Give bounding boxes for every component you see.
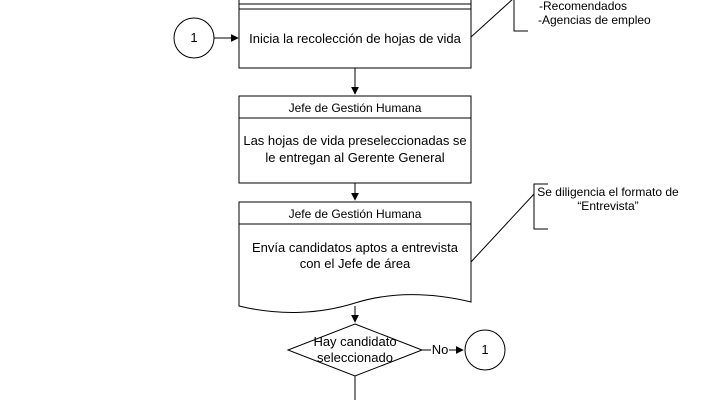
connector-top: 1 [173, 17, 215, 59]
step2-line-1: Las hojas de vida preseleccionadas se [243, 133, 466, 148]
step2-role: Jefe de Gestión Humana [289, 101, 422, 115]
decision-line-2: seleccionado [317, 350, 393, 365]
connector-top-label: 1 [190, 30, 197, 45]
step2-line-2: le entregan al Gerente General [265, 150, 444, 165]
annotation-form: Se diligencia el formato de “Entrevista” [470, 183, 679, 263]
step3-line-2: con el Jefe de área [300, 256, 411, 271]
step3-role: Jefe de Gestión Humana [289, 207, 422, 221]
document-step-interview: Jefe de Gestión Humana Envía candidatos … [238, 201, 472, 313]
connector-right-label: 1 [481, 342, 488, 357]
step3-line-1: Envía candidatos aptos a entrevista [252, 240, 459, 255]
no-label: No [432, 342, 449, 357]
decision-line-1: Hay candidato [313, 334, 396, 349]
connector-right: 1 [464, 329, 506, 371]
note-sources-line-2: -Agencias de empleo [538, 13, 651, 27]
decision-candidate-selected: Hay candidato seleccionado [286, 323, 424, 377]
process-step-start: Inicia la recolección de hojas de vida [238, 0, 472, 69]
note-sources-line-1: -Recomendados [539, 0, 627, 13]
note-form-line-1: Se diligencia el formato de [537, 185, 679, 199]
annotation-sources: -Recomendados -Agencias de empleo [470, 0, 651, 38]
step1-text: Inicia la recolección de hojas de vida [249, 31, 462, 46]
note-form-line-2: “Entrevista” [577, 199, 638, 213]
process-step-handoff: Jefe de Gestión Humana Las hojas de vida… [238, 95, 472, 184]
